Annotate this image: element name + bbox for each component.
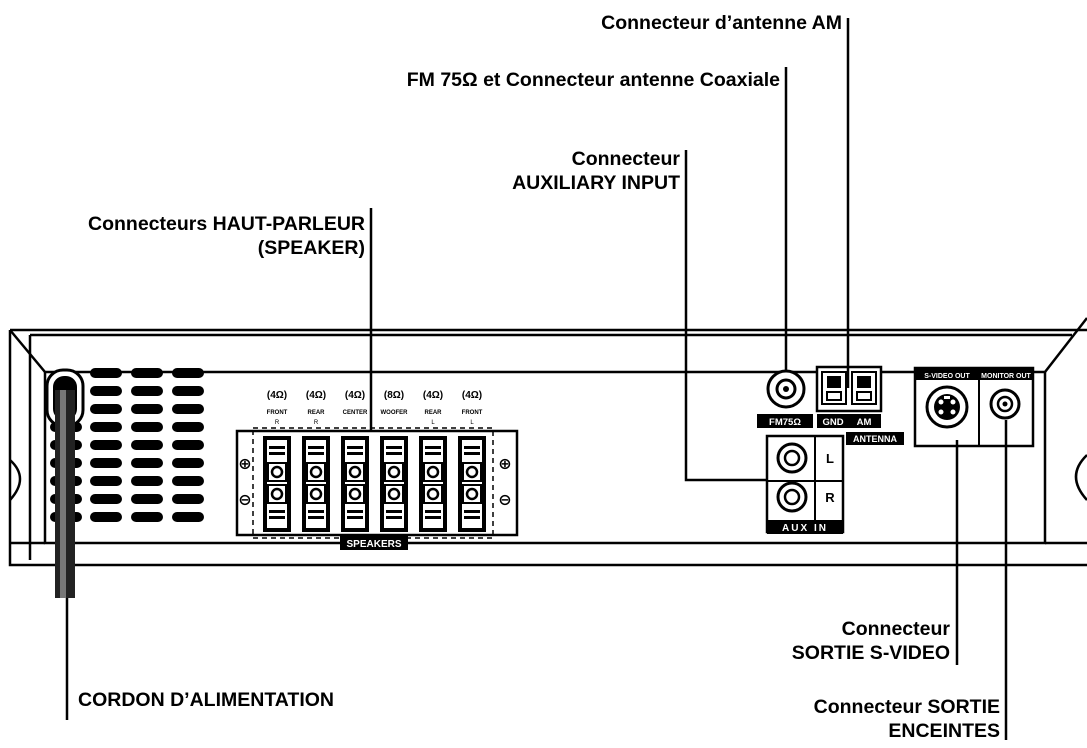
speaker-terminals (235, 427, 519, 550)
svideo-label: S-VIDEO OUT (924, 373, 970, 380)
callout-power-cord: CORDON D’ALIMENTATION (78, 689, 335, 711)
callout-monitor-line1: Connecteur SORTIE (813, 696, 1000, 718)
callout-speakers-line1: Connecteurs HAUT-PARLEUR (88, 213, 365, 235)
minus-right: ⊖ (498, 492, 511, 509)
speaker-side-label: R (314, 420, 319, 426)
speaker-channel-label: CENTER (343, 410, 368, 416)
callout-speakers: Connecteurs HAUT-PARLEUR (SPEAKER) (20, 212, 365, 260)
callout-monitor-line2: ENCEINTES (888, 720, 1000, 742)
speaker-terminal (302, 436, 330, 532)
speaker-terminal (419, 436, 447, 532)
callout-svideo-line1: Connecteur (841, 618, 950, 640)
speaker-channel-label: REAR (307, 410, 325, 416)
speaker-channel-label: REAR (424, 410, 442, 416)
chassis (8, 317, 1087, 567)
callout-svideo-line2: SORTIE S-VIDEO (791, 642, 950, 664)
speaker-impedance-label: (4Ω) (462, 390, 482, 401)
speaker-terminal (341, 436, 369, 532)
callout-am-antenna: Connecteur d’antenne AM (601, 12, 842, 34)
gnd-label: GND (822, 417, 843, 428)
speaker-side-label: R (275, 420, 280, 426)
speaker-side-label: L (431, 420, 435, 426)
speaker-impedance-label: (8Ω) (384, 390, 404, 401)
speaker-impedance-label: (4Ω) (345, 390, 365, 401)
speaker-side-label: L (470, 420, 474, 426)
aux-in-jacks (765, 434, 845, 534)
plus-right: ⊕ (498, 456, 511, 473)
callout-aux-line1: Connecteur (571, 148, 680, 170)
speaker-impedance-label: (4Ω) (267, 390, 287, 401)
speaker-terminal (380, 436, 408, 532)
speaker-terminal (458, 436, 486, 532)
callout-speakers-line2: (SPEAKER) (257, 237, 365, 259)
callout-aux-line2: AUXILIARY INPUT (512, 172, 680, 194)
speaker-terminal (263, 436, 291, 532)
aux-left-label: L (826, 451, 834, 466)
minus-left: ⊖ (238, 492, 251, 509)
speaker-channel-label: WOOFER (381, 410, 409, 416)
speaker-channel-label: FRONT (462, 410, 483, 416)
plus-left: ⊕ (238, 456, 251, 473)
monitor-label: MONITOR OUT (981, 373, 1031, 380)
callout-fm-antenna: FM 75Ω et Connecteur antenne Coaxiale (406, 69, 780, 91)
speaker-impedance-label: (4Ω) (423, 390, 443, 401)
am-label: AM (857, 417, 872, 428)
speaker-channel-label: FRONT (267, 410, 288, 416)
callout-svideo: Connecteur SORTIE S-VIDEO (730, 617, 950, 665)
aux-label: AUX IN (782, 523, 828, 534)
speakers-label: SPEAKERS (346, 539, 401, 550)
panel-labels: SPEAKERS FM75Ω GND AM ANTENNA AUX IN L R… (238, 373, 1031, 550)
callout-monitor: Connecteur SORTIE ENCEINTES (740, 695, 1000, 743)
callout-aux-input: Connecteur AUXILIARY INPUT (450, 147, 680, 195)
antenna-label: ANTENNA (853, 434, 897, 444)
am-antenna-terminals (815, 365, 904, 445)
leader-lines (65, 18, 1008, 740)
video-out-panel (913, 366, 1035, 448)
speaker-impedance-label: (4Ω) (306, 390, 326, 401)
fm-label: FM75Ω (769, 417, 801, 428)
power-cord (45, 368, 85, 598)
aux-right-label: R (825, 490, 835, 505)
